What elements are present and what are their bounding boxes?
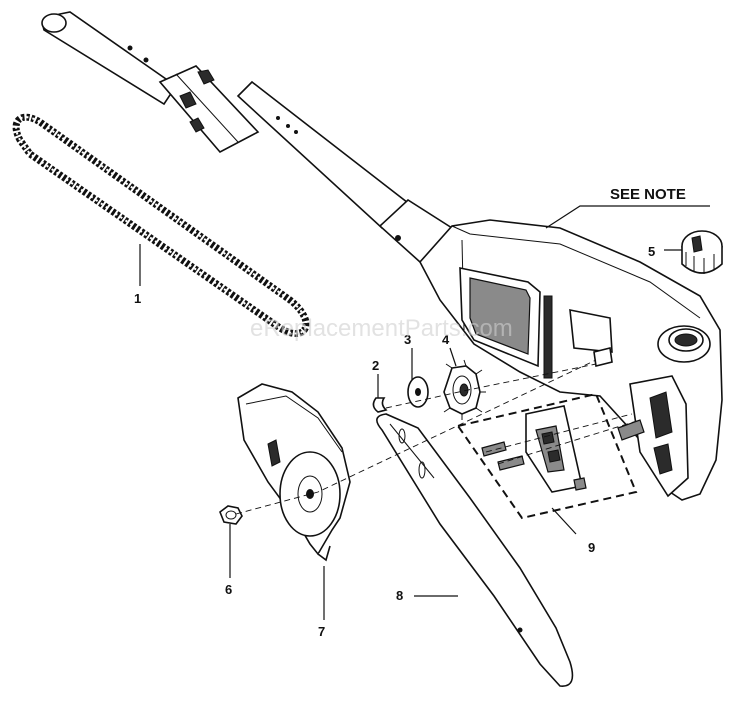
part-9-tensioner-assembly — [456, 392, 638, 520]
part-5-sprocket — [681, 230, 723, 274]
part-2-clip — [372, 397, 388, 413]
watermark: eReplacementParts.com — [250, 315, 513, 342]
callout-5: 5 — [648, 244, 655, 259]
callout-9: 9 — [588, 540, 595, 555]
callout-7: 7 — [318, 624, 325, 639]
callout-2: 2 — [372, 358, 379, 373]
part-7-side-cover — [237, 383, 351, 562]
saw-chain — [12, 113, 310, 337]
part-8-guide-bar — [376, 413, 574, 687]
part-3-washer — [407, 376, 429, 408]
callout-8: 8 — [396, 588, 403, 603]
callout-6: 6 — [225, 582, 232, 597]
assembly-lines — [235, 359, 641, 515]
pole-shaft — [41, 11, 454, 264]
callout-1: 1 — [134, 291, 141, 306]
see-note-label: SEE NOTE — [610, 186, 686, 203]
callout-4: 4 — [442, 332, 450, 347]
motor-housing — [419, 219, 723, 501]
leader-lines — [139, 205, 710, 620]
part-4-sprocket — [443, 359, 486, 420]
callout-3: 3 — [404, 332, 411, 347]
part-6-nut — [219, 505, 243, 525]
